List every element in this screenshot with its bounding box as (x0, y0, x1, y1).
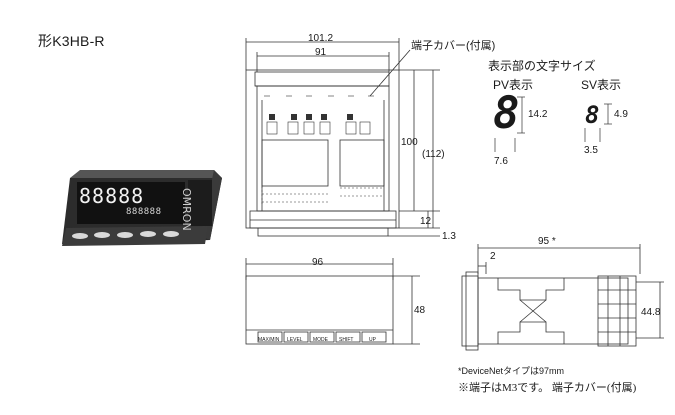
bottom-btn-level: LEVEL (287, 337, 303, 343)
sv-digit-glyph: 8 (585, 101, 600, 129)
side-dim-depth: 95 * (538, 236, 556, 247)
pv-display-label: PV表示 (493, 78, 534, 92)
dim-height-100: 100 (401, 137, 418, 148)
photo-pv-readout: 88888 (79, 184, 145, 208)
pv-digit-glyph: 8 (493, 88, 520, 139)
photo-sv-readout: 888888 (126, 207, 162, 217)
bottom-btn-maxmin: MAX/MIN (258, 337, 280, 343)
dim-bottom-12: 12 (420, 216, 432, 227)
char-size-heading: 表示部の文字サイズ (488, 59, 596, 73)
bottom-btn-up: UP (369, 337, 376, 343)
sv-height-dim: 4.9 (614, 109, 628, 120)
photo-brand-logo: OMRON (180, 188, 193, 231)
bottom-btn-mode: MODE (313, 337, 328, 343)
dim-inner-width: 91 (315, 47, 327, 58)
note-terminal: ※端子はM3です。 端子カバー(付属) (458, 382, 637, 394)
terminal-cover-label: 端子カバー(付属) (411, 40, 496, 52)
sv-width-dim: 3.5 (584, 145, 598, 156)
dim-bottom-1-3: 1.3 (442, 231, 456, 242)
side-dim-offset: 2 (490, 251, 496, 262)
sv-display-label: SV表示 (581, 78, 622, 92)
bottom-dim-width: 96 (312, 257, 324, 268)
note-devicenet: *DeviceNetタイプは97mm (458, 366, 565, 376)
side-dim-height: 44.8 (641, 307, 661, 318)
bottom-dim-height: 48 (414, 305, 426, 316)
model-title: 形K3HB-R (38, 33, 105, 49)
pv-width-dim: 7.6 (494, 156, 508, 167)
pv-height-dim: 14.2 (528, 109, 548, 120)
bottom-btn-shift: SHIFT (339, 337, 354, 343)
dim-height-112: (112) (422, 149, 445, 160)
dim-overall-width: 101.2 (308, 33, 334, 44)
